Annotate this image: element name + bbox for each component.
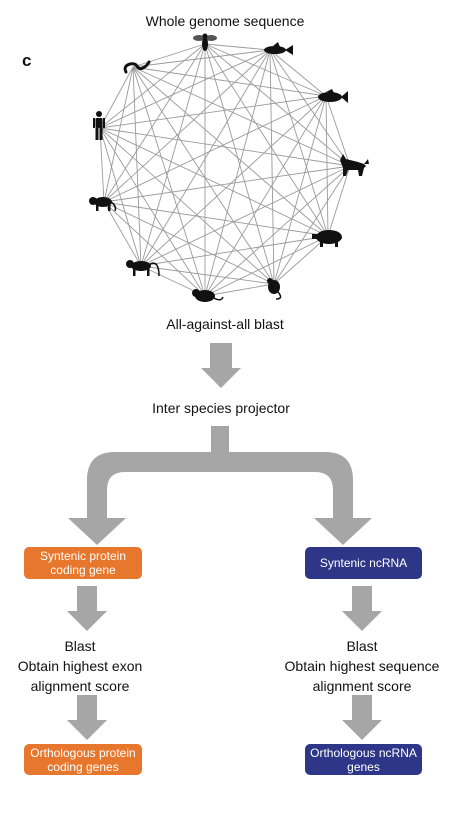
projector-label: Inter species projector <box>152 400 290 416</box>
worm-icon <box>123 60 151 74</box>
right-step-line: Obtain highest sequence <box>284 658 440 674</box>
orthologous-ncrna-label: Orthologous ncRNA genes <box>310 745 417 774</box>
network-edge <box>132 49 271 68</box>
network-edge <box>99 66 134 129</box>
orthologous-protein-box: Orthologous protein coding genes <box>24 744 142 775</box>
network-edge <box>103 49 271 203</box>
network-edge <box>103 201 206 297</box>
network-edge <box>103 66 134 203</box>
network-edge <box>204 235 329 297</box>
panel-label: c <box>22 51 32 70</box>
left-step-line: alignment score <box>30 678 130 694</box>
bee-icon <box>193 33 217 51</box>
network-edge <box>99 43 206 129</box>
network-edge <box>204 283 275 297</box>
down-arrow <box>67 695 107 740</box>
network-edge <box>103 201 142 267</box>
right-step-line: Blast <box>346 638 378 654</box>
network-edge <box>99 127 275 285</box>
network-edge <box>327 165 351 237</box>
network-edge <box>103 165 351 203</box>
human-icon <box>93 111 105 140</box>
genome-network <box>99 43 351 297</box>
pig-icon <box>312 230 342 247</box>
network-edge <box>273 235 329 285</box>
network-edge <box>273 165 351 285</box>
syntenic-protein-box: Syntenic protein coding gene <box>24 547 142 579</box>
network-edge <box>132 66 206 297</box>
network-edge <box>269 49 351 167</box>
network-edge <box>103 95 327 203</box>
left-step-line: Obtain highest exon <box>17 658 143 674</box>
network-edge <box>99 127 142 267</box>
network-edge <box>99 127 329 237</box>
down-arrow <box>342 695 382 740</box>
network-edge <box>204 49 271 297</box>
network-edge <box>140 95 327 267</box>
monkey-icon <box>89 197 117 212</box>
network-edge <box>325 95 329 237</box>
fish-icon <box>264 42 293 55</box>
network-edge <box>99 127 206 297</box>
diagram-title: Whole genome sequence <box>145 13 305 29</box>
network-edge <box>140 43 206 267</box>
network-edge <box>103 201 329 237</box>
network-edge <box>132 43 206 68</box>
network-edge <box>99 127 105 203</box>
down-arrow <box>342 586 382 631</box>
left-step-line: Blast <box>64 638 96 654</box>
orthologous-protein-label: Orthologous protein coding genes <box>30 745 136 774</box>
down-arrow <box>67 586 107 631</box>
network-edge <box>204 43 351 167</box>
network-edge <box>204 165 351 297</box>
network-edge <box>140 265 275 285</box>
monkey-icon <box>126 260 160 277</box>
fish-icon <box>318 89 348 103</box>
down-arrow <box>201 343 241 388</box>
network-edge <box>325 95 351 167</box>
network-edge <box>269 49 275 285</box>
network-edge <box>140 49 271 267</box>
network-edge <box>99 49 271 129</box>
rat-icon <box>192 289 224 302</box>
right-step-line: alignment score <box>312 678 412 694</box>
mouse-icon <box>267 278 282 300</box>
network-edge <box>103 201 275 285</box>
network-edge <box>132 66 142 267</box>
syntenic-protein-label: Syntenic protein coding gene <box>39 549 127 577</box>
network-edge <box>103 43 206 203</box>
network-edge <box>204 43 327 97</box>
network-edge <box>99 95 327 129</box>
branch-arrow <box>68 426 372 545</box>
network-edge <box>204 95 327 297</box>
network-edge <box>132 66 327 97</box>
network-edge <box>140 235 329 267</box>
blast-label: All-against-all blast <box>166 316 284 332</box>
syntenic-ncrna-box: Syntenic ncRNA <box>305 547 422 579</box>
network-edge <box>132 66 275 285</box>
right-steps: Blast Obtain highest sequence alignment … <box>262 636 458 696</box>
syntenic-ncrna-label: Syntenic ncRNA <box>319 556 408 570</box>
network-edge <box>269 49 327 97</box>
dog-icon <box>340 154 369 176</box>
network-edge <box>132 66 351 167</box>
orthologous-ncrna-box: Orthologous ncRNA genes <box>305 744 422 775</box>
network-edge <box>204 43 271 51</box>
left-steps: Blast Obtain highest exon alignment scor… <box>0 636 160 696</box>
network-edge <box>132 66 329 237</box>
